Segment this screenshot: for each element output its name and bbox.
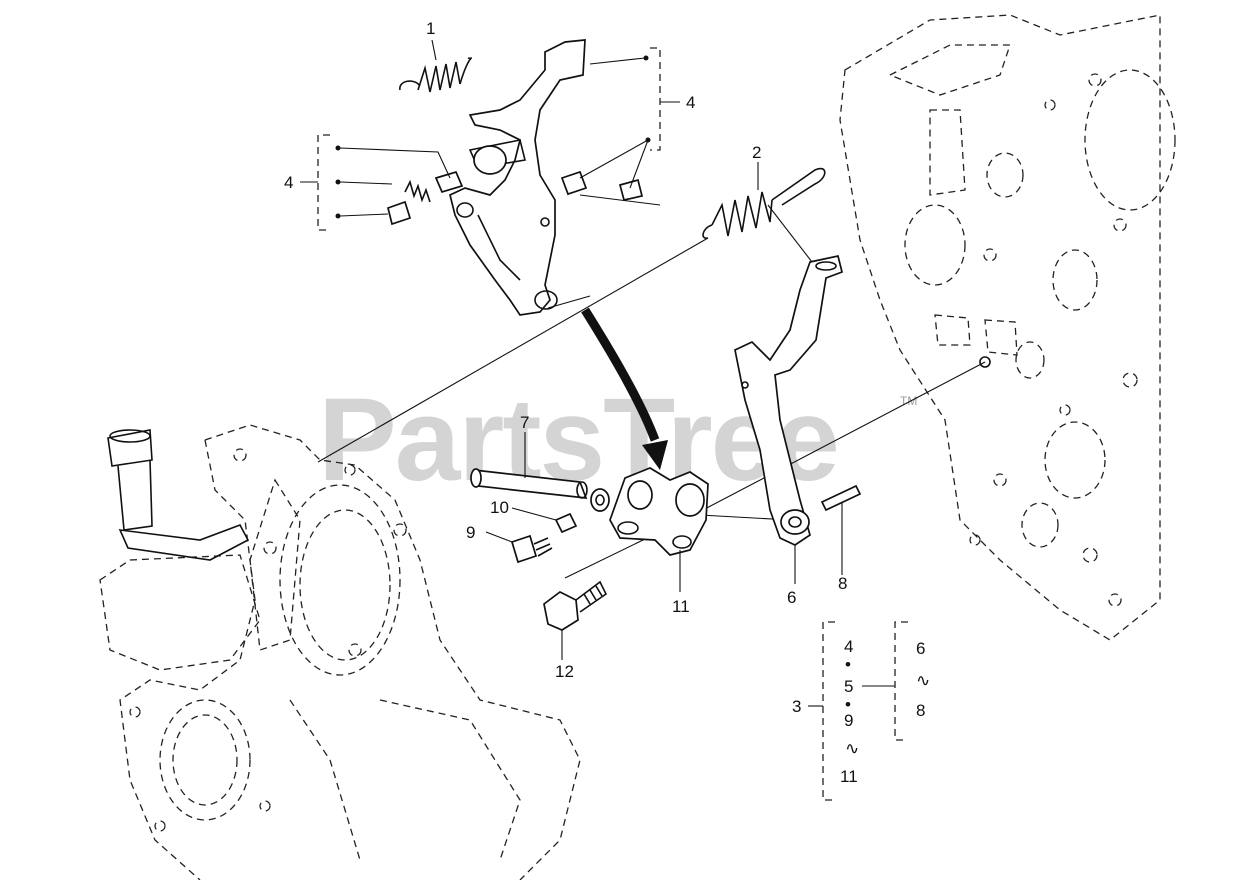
pin-part-8 xyxy=(820,484,862,575)
bolt-small-part-9 xyxy=(485,531,553,564)
bracket-4-left xyxy=(300,134,330,231)
gear-case-left xyxy=(99,424,581,880)
bolt-large-part-12 xyxy=(543,580,608,660)
legend-sub-range: ∿ xyxy=(916,671,930,690)
callout-7: 7 xyxy=(520,413,529,432)
governor-lever-part-6 xyxy=(734,254,991,546)
callout-10: 10 xyxy=(490,498,509,517)
legend-dot-1: • xyxy=(845,655,851,674)
callout-9: 9 xyxy=(466,523,475,542)
callout-2: 2 xyxy=(752,143,761,162)
watermark-trademark: TM xyxy=(900,394,917,408)
callout-labels: 1 2 4 4 7 10 9 11 6 8 12 xyxy=(284,19,847,681)
callout-4-top: 4 xyxy=(686,93,695,112)
legend-item-11: 11 xyxy=(840,767,858,786)
legend-range-1: ∿ xyxy=(845,739,859,758)
legend-group-3: 3 4 • 5 • 9 ∿ 11 6 ∿ 8 xyxy=(792,621,930,801)
spring-large-part-2 xyxy=(702,162,826,239)
callout-1: 1 xyxy=(426,19,435,38)
bracket-part-11 xyxy=(609,467,709,592)
engine-block-right xyxy=(839,14,1176,641)
legend-group-label: 3 xyxy=(792,697,801,716)
callout-6: 6 xyxy=(787,588,796,607)
legend-item-5: 5 xyxy=(844,677,853,696)
legend-sub-item-6: 6 xyxy=(916,639,925,658)
legend-item-4: 4 xyxy=(844,637,853,656)
callout-11: 11 xyxy=(672,597,690,616)
legend-item-9: 9 xyxy=(844,711,853,730)
washer-nut-parts xyxy=(511,488,610,534)
callout-12: 12 xyxy=(555,662,574,681)
governor-shaft-stub xyxy=(107,429,250,561)
bracket-4-right xyxy=(650,47,680,151)
fork-lever-assembly-part-4 xyxy=(335,39,661,316)
assembly-arrow xyxy=(581,307,668,470)
callout-4-left: 4 xyxy=(284,173,293,192)
legend-sub-item-8: 8 xyxy=(916,701,925,720)
callout-8: 8 xyxy=(838,574,847,593)
legend-dot-2: • xyxy=(845,695,851,714)
spring-small-part-1 xyxy=(399,57,472,93)
shaft-part-7 xyxy=(470,432,588,499)
